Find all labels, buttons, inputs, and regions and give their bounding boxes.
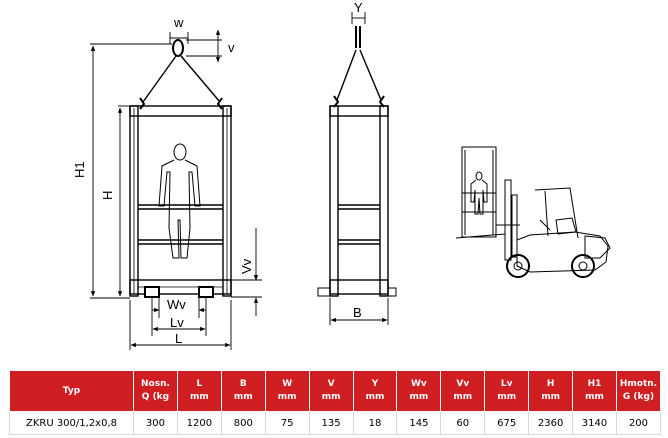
cell-weight: 200	[615, 411, 662, 435]
table-row: ZKRU 300/1,2x0,8 300 1200 800 75 135 18 …	[9, 411, 662, 435]
label-h1: H1	[72, 161, 87, 178]
technical-drawing: w v H1 H Vv Wv Lv L	[72, 0, 611, 350]
cell-wv: 145	[396, 411, 442, 435]
side-view	[317, 12, 397, 325]
cell-l: 1200	[176, 411, 222, 435]
cell-vv: 60	[440, 411, 486, 435]
cell-y: 18	[352, 411, 398, 435]
label-lv: Lv	[170, 315, 184, 330]
cell-h1: 3140	[572, 411, 617, 435]
label-b: B	[353, 305, 362, 320]
front-view	[90, 29, 262, 350]
cell-typ: ZKRU 300/1,2x0,8	[9, 411, 134, 435]
label-v: v	[228, 40, 235, 55]
cell-lv: 675	[484, 411, 530, 435]
forklift-illustration	[455, 146, 611, 278]
cell-b: 800	[220, 411, 266, 435]
cell-w: 75	[264, 411, 310, 435]
label-l: L	[175, 331, 182, 346]
label-vv: Vv	[239, 258, 254, 274]
label-y: Y	[354, 0, 363, 15]
label-w: w	[173, 15, 184, 30]
col-header-capacity: Nosn.Q (kg	[133, 370, 178, 412]
cell-v: 135	[308, 411, 354, 435]
col-header-weight: Hmotn.G (kg)	[615, 370, 662, 412]
person-figure	[158, 143, 201, 259]
col-header-typ: Typ	[9, 370, 134, 412]
label-wv: Wv	[167, 297, 186, 312]
cell-h: 2360	[528, 411, 574, 435]
cell-capacity: 300	[133, 411, 178, 435]
label-h: H	[100, 191, 115, 200]
